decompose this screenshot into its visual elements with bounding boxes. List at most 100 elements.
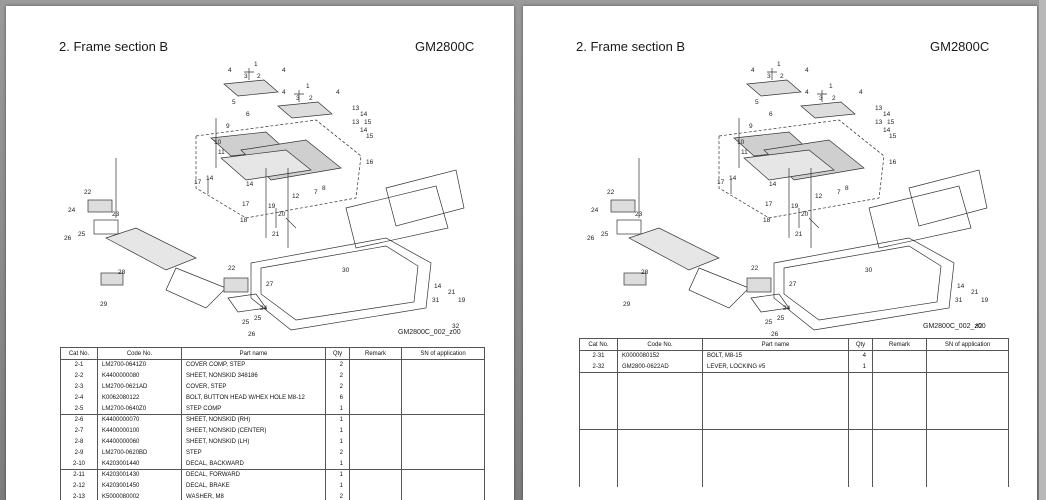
page-title: 2. Frame section B (59, 39, 169, 54)
cell-name: STEP (181, 447, 326, 459)
callout-number: 4 (751, 67, 755, 74)
cell-qty: 2 (325, 381, 350, 393)
callout-number: 19 (791, 203, 799, 210)
cell-name: DECAL, BACKWARD (181, 458, 326, 470)
callout-number: 14 (729, 175, 737, 182)
callout-number: 7 (837, 189, 841, 196)
cell-cat: 2-12 (60, 480, 98, 492)
cell-code: LM2700-0640Z0 (97, 403, 182, 415)
cell-code: K0062080122 (97, 392, 182, 404)
callout-number: 3 (767, 73, 771, 80)
callout-number: 20 (801, 211, 809, 218)
cell-code: LM2700-0641Z0 (97, 359, 182, 371)
callout-number: 15 (364, 119, 372, 126)
callout-number: 21 (795, 231, 803, 238)
cell-cat: 2-31 (579, 350, 618, 362)
cell-qty: 1 (325, 458, 350, 470)
cell-cat: 2-8 (60, 436, 98, 448)
cell-cat: 2-5 (60, 403, 98, 415)
model-name: GM2800C (415, 39, 475, 54)
callout-number: 19 (268, 203, 276, 210)
empty-row (579, 429, 1009, 487)
cell-name: COVER COMP, STEP (181, 359, 326, 371)
cell-cat: 2-2 (60, 370, 98, 382)
cell-name: LEVER, LOCKING #5 (702, 361, 849, 373)
col-header-code: Code No. (617, 338, 703, 351)
callout-number: 8 (322, 185, 326, 192)
cell-code: K4400000070 (97, 414, 182, 426)
cell-cat: 2-32 (579, 361, 618, 373)
empty-cell (617, 372, 703, 430)
cell-qty: 6 (325, 392, 350, 404)
cell-sn (401, 381, 485, 393)
empty-cell (617, 429, 703, 487)
callout-number: 21 (971, 289, 979, 296)
callout-number: 16 (889, 159, 897, 166)
callout-number: 1 (777, 61, 781, 68)
callout-number: 17 (194, 179, 202, 186)
callout-number: 14 (769, 181, 777, 188)
cell-code: GM2800-0622AD (617, 361, 703, 373)
cell-qty: 2 (325, 359, 350, 371)
viewer-scrollbar[interactable] (1039, 0, 1046, 500)
cell-remark (349, 403, 402, 415)
callout-number: 4 (336, 89, 340, 96)
callout-number: 7 (314, 189, 318, 196)
callout-number: 16 (366, 159, 374, 166)
table-header-row: Cat No. Code No. Part name Qty Remark SN… (579, 338, 1009, 351)
col-header-sn: SN of application (401, 347, 485, 360)
callout-number: 14 (360, 127, 368, 134)
cell-remark (872, 361, 927, 373)
callout-number: 25 (765, 319, 773, 326)
empty-cell (926, 429, 1009, 487)
diagram-code: GM2800C_002_z00 (398, 329, 461, 336)
callout-number: 2 (780, 73, 784, 80)
cell-cat: 2-6 (60, 414, 98, 426)
cell-sn (401, 392, 485, 404)
col-header-code: Code No. (97, 347, 182, 360)
callout-number: 21 (448, 289, 456, 296)
callout-number: 4 (805, 67, 809, 74)
empty-cell (702, 429, 849, 487)
cell-cat: 2-13 (60, 491, 98, 500)
cell-cat: 2-4 (60, 392, 98, 404)
callout-number: 32 (452, 323, 460, 330)
callout-number: 21 (272, 231, 280, 238)
callout-number: 3 (819, 95, 823, 102)
cell-name: SHEET, NONSKID (LH) (181, 436, 326, 448)
cell-sn (401, 436, 485, 448)
cell-remark (349, 458, 402, 470)
callout-number: 14 (883, 111, 891, 118)
cell-qty: 1 (848, 361, 873, 373)
callout-number: 10 (737, 139, 745, 146)
callout-number: 14 (434, 283, 442, 290)
empty-cell (872, 429, 927, 487)
callout-number: 13 (875, 119, 883, 126)
callout-number: 8 (845, 185, 849, 192)
left-page: 2. Frame section B GM2800C (6, 6, 514, 500)
cell-cat: 2-11 (60, 469, 98, 481)
callout-number: 22 (84, 189, 92, 196)
callout-number: 31 (432, 297, 440, 304)
callout-number: 13 (352, 105, 360, 112)
col-header-qty: Qty (325, 347, 350, 360)
callout-number: 26 (771, 331, 779, 338)
cell-remark (349, 414, 402, 426)
cell-sn (401, 458, 485, 470)
diagram-lines (610, 68, 988, 331)
callout-number: 25 (78, 231, 86, 238)
callout-number: 32 (975, 323, 983, 330)
callout-number: 23 (635, 211, 643, 218)
